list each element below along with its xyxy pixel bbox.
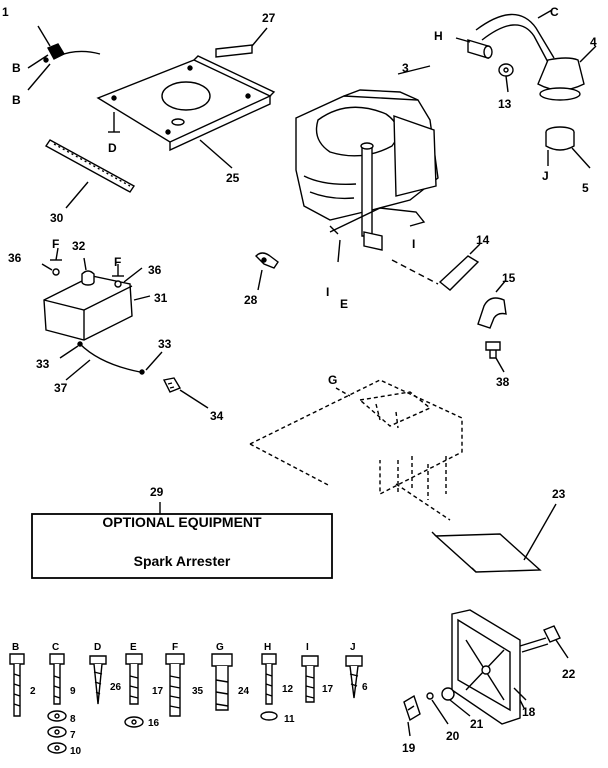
callout-13: 13 xyxy=(498,97,512,111)
hw-H: H xyxy=(264,642,271,653)
hw-I: I xyxy=(306,642,309,653)
callout-33-right: 33 xyxy=(158,337,172,351)
part-13-fitting xyxy=(455,37,514,93)
part-28-clip xyxy=(255,252,279,291)
part-19-22-fasteners xyxy=(403,625,569,737)
ref-B-1: B xyxy=(12,61,21,75)
hw-B: B xyxy=(12,642,19,653)
callout-36-left: 36 xyxy=(8,251,22,265)
callout-labels: 1 B B 27 D 25 30 3 H C 4 13 J 5 I 14 I E… xyxy=(2,5,597,757)
part-4-exhaust xyxy=(475,9,597,101)
callout-12: 12 xyxy=(282,684,294,695)
hw-J: J xyxy=(350,642,356,653)
callout-38: 38 xyxy=(496,375,510,389)
ref-G: G xyxy=(328,373,337,387)
callout-5: 5 xyxy=(582,181,589,195)
part-1-clamp xyxy=(27,25,101,91)
callout-30: 30 xyxy=(50,211,64,225)
callout-26: 26 xyxy=(110,682,122,693)
callout-10: 10 xyxy=(70,746,82,757)
callout-36-right: 36 xyxy=(148,263,162,277)
callout-35: 35 xyxy=(192,686,204,697)
ref-I-1: I xyxy=(412,237,415,251)
callout-1: 1 xyxy=(2,5,9,19)
callout-17-left: 17 xyxy=(152,686,164,697)
hw-G: G xyxy=(216,642,224,653)
part-27-strip xyxy=(215,27,268,58)
callout-34: 34 xyxy=(210,409,224,423)
callout-21: 21 xyxy=(470,717,484,731)
part-23-bracket xyxy=(395,483,557,573)
part-15-elbow xyxy=(477,279,507,329)
optional-equipment-title: OPTIONAL EQUIPMENT xyxy=(102,514,262,530)
part-37-fuel-line xyxy=(59,341,163,381)
callout-28: 28 xyxy=(244,293,258,307)
part-3-engine xyxy=(295,65,439,263)
part-38-plug xyxy=(485,341,505,373)
callout-29: 29 xyxy=(150,485,164,499)
callout-9: 9 xyxy=(70,686,76,697)
callout-32: 32 xyxy=(72,239,86,253)
optional-equipment-box xyxy=(31,502,333,579)
callout-3: 3 xyxy=(402,61,409,75)
spark-arrester-label: Spark Arrester xyxy=(133,553,231,569)
ref-I-2: I xyxy=(326,285,329,299)
ref-F-1: F xyxy=(52,237,59,251)
callout-23: 23 xyxy=(552,487,566,501)
hw-C: C xyxy=(52,642,59,653)
callout-20: 20 xyxy=(446,729,460,743)
callout-15: 15 xyxy=(502,271,516,285)
part-14-nipple xyxy=(391,243,481,291)
callout-2: 2 xyxy=(30,686,36,697)
part-34-fitting xyxy=(162,377,209,409)
part-32-cap xyxy=(41,247,143,288)
callout-31: 31 xyxy=(154,291,168,305)
callout-7: 7 xyxy=(70,730,76,741)
callout-24: 24 xyxy=(238,686,250,697)
callout-8: 8 xyxy=(70,714,76,725)
callout-17-right: 17 xyxy=(322,684,334,695)
ref-C: C xyxy=(550,5,559,19)
callout-22: 22 xyxy=(562,667,576,681)
callout-27: 27 xyxy=(262,11,276,25)
part-18-arrester-plate xyxy=(451,609,525,725)
hw-F: F xyxy=(172,642,178,653)
callout-14: 14 xyxy=(476,233,490,247)
part-5-cap xyxy=(545,126,591,169)
callout-37: 37 xyxy=(54,381,68,395)
hw-D: D xyxy=(94,642,101,653)
callout-11: 11 xyxy=(284,714,295,725)
chassis-frame xyxy=(249,379,463,500)
hardware-row xyxy=(9,653,363,754)
callout-16: 16 xyxy=(148,718,160,729)
ref-B-2: B xyxy=(12,93,21,107)
callout-33-left: 33 xyxy=(36,357,50,371)
ref-E: E xyxy=(340,297,348,311)
callout-25: 25 xyxy=(226,171,240,185)
ref-H: H xyxy=(434,29,443,43)
hw-E: E xyxy=(130,642,137,653)
part-25-plate xyxy=(96,55,276,169)
ref-D: D xyxy=(108,141,117,155)
part-30-strip xyxy=(44,139,136,209)
callout-4: 4 xyxy=(590,35,597,49)
part-31-fuel-tank xyxy=(43,270,151,341)
ref-J: J xyxy=(542,169,549,183)
ref-F-2: F xyxy=(114,255,121,269)
callout-18: 18 xyxy=(522,705,536,719)
callout-19: 19 xyxy=(402,741,416,755)
callout-6: 6 xyxy=(362,682,368,693)
